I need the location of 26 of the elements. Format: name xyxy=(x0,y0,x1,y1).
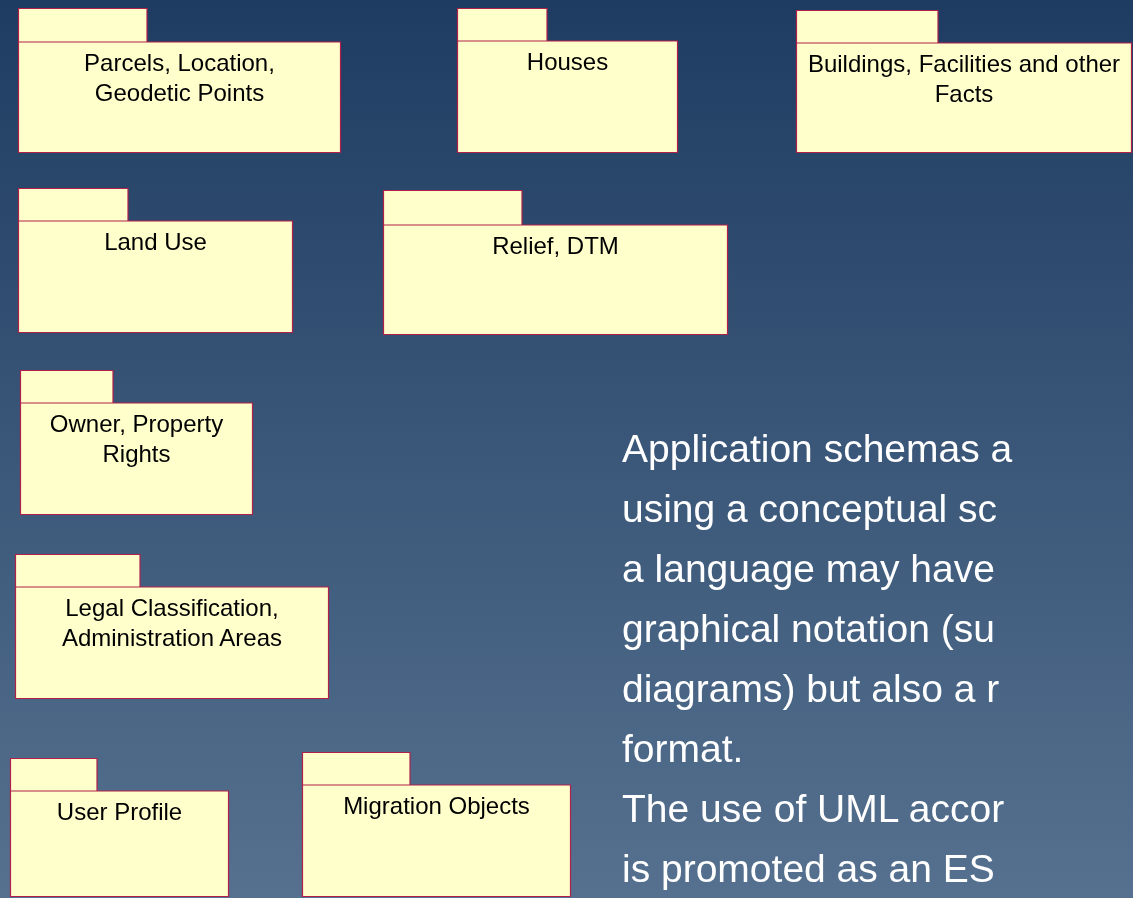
package-box xyxy=(796,10,1132,153)
package-box xyxy=(383,190,728,335)
package-box xyxy=(10,758,229,897)
paragraph-line: diagrams) but also a r xyxy=(622,666,1000,712)
package-box xyxy=(18,8,341,153)
paragraph-line: using a conceptual sc xyxy=(622,486,998,532)
paragraph-line: is promoted as an ES xyxy=(622,846,995,892)
package-name: Migration Objects xyxy=(342,791,531,821)
package-box xyxy=(457,8,678,153)
package-name: Buildings, Facilities and other Facts xyxy=(806,49,1122,109)
package-box xyxy=(302,752,571,897)
package-box xyxy=(15,554,329,699)
package-name: Houses xyxy=(525,47,610,77)
package-name: Legal Classification, Administration Areas xyxy=(60,593,284,653)
package-name: Parcels, Location, Geodetic Points xyxy=(83,48,276,108)
paragraph-line: a language may have xyxy=(622,546,995,592)
package-name: User Profile xyxy=(55,797,184,827)
paragraph-line: graphical notation (su xyxy=(622,606,995,652)
package-box xyxy=(20,370,253,515)
package-name: Relief, DTM xyxy=(491,231,620,261)
package-name: Owner, Property Rights xyxy=(48,409,225,469)
paragraph-line: format. xyxy=(622,726,744,772)
paragraph-line: The use of UML accor xyxy=(622,786,1005,832)
paragraph-line: Application schemas a xyxy=(622,426,1013,472)
package-box xyxy=(18,188,293,333)
package-name: Land Use xyxy=(103,227,208,257)
